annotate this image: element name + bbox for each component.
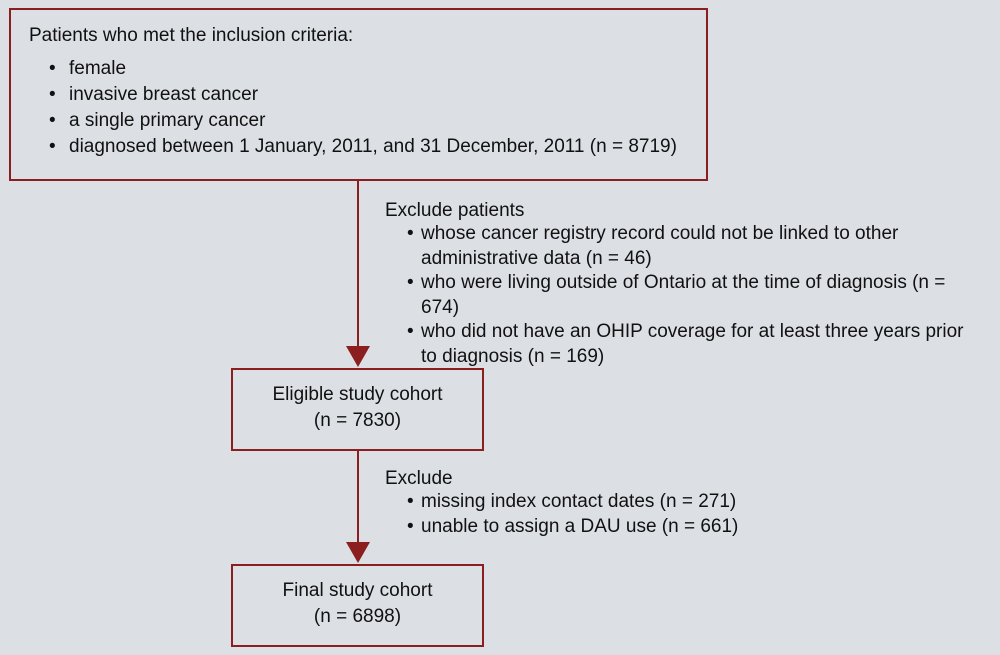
final-cohort-count: (n = 6898) bbox=[313, 606, 402, 627]
criteria-item: invasive breast cancer bbox=[47, 82, 677, 108]
criteria-item: female bbox=[47, 56, 677, 82]
final-cohort-box: Final study cohort (n = 6898) bbox=[231, 564, 484, 647]
eligible-cohort-box: Eligible study cohort (n = 7830) bbox=[231, 368, 484, 451]
exclusion-1-heading: Exclude patients bbox=[385, 200, 525, 221]
inclusion-criteria-list: female invasive breast cancer a single p… bbox=[47, 56, 677, 160]
arrowhead-1 bbox=[346, 346, 370, 367]
exclusion-1-list: whose cancer registry record could not b… bbox=[407, 222, 977, 369]
exclusion-2-heading: Exclude bbox=[385, 468, 453, 489]
exclusion-2-list: missing index contact dates (n = 271) un… bbox=[407, 490, 807, 539]
inclusion-criteria-box bbox=[9, 8, 708, 181]
criteria-item: diagnosed between 1 January, 2011, and 3… bbox=[47, 134, 677, 160]
arrowhead-2 bbox=[346, 542, 370, 563]
final-cohort-text: Final study cohort (n = 6898) bbox=[233, 578, 482, 630]
criteria-item: a single primary cancer bbox=[47, 108, 677, 134]
inclusion-criteria-title: Patients who met the inclusion criteria: bbox=[29, 25, 354, 46]
eligible-cohort-title: Eligible study cohort bbox=[272, 384, 443, 405]
exclusion-item: whose cancer registry record could not b… bbox=[407, 222, 977, 271]
exclusion-item: who were living outside of Ontario at th… bbox=[407, 271, 977, 320]
exclusion-item: who did not have an OHIP coverage for at… bbox=[407, 320, 977, 369]
exclusion-item: missing index contact dates (n = 271) bbox=[407, 490, 807, 515]
exclusion-item: unable to assign a DAU use (n = 661) bbox=[407, 515, 807, 540]
eligible-cohort-count: (n = 7830) bbox=[313, 410, 402, 431]
eligible-cohort-text: Eligible study cohort (n = 7830) bbox=[233, 382, 482, 434]
final-cohort-title: Final study cohort bbox=[282, 580, 433, 601]
